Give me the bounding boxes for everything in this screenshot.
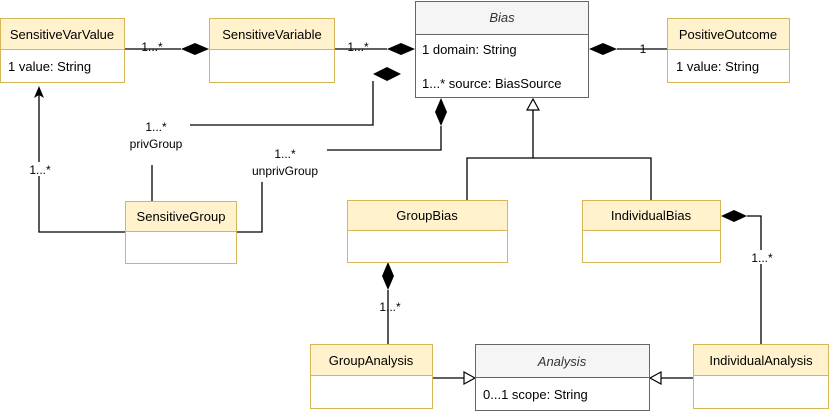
edge-unprivgroup <box>327 126 442 151</box>
mult-priv: 1...* <box>145 120 167 134</box>
edge-generalization-tree <box>466 157 652 201</box>
role-privgroup: privGroup <box>130 137 183 151</box>
class-name: SensitiveGroup <box>137 209 226 224</box>
edge-group-unpriv <box>237 182 263 233</box>
class-group-analysis[interactable]: GroupAnalysis <box>310 344 433 409</box>
class-bias[interactable]: Bias 1 domain: String 1...* source: Bias… <box>415 1 589 98</box>
class-sensitive-var-value[interactable]: SensitiveVarValue 1 value: String <box>0 18 125 83</box>
composition-diamond <box>589 43 617 55</box>
mult-individual-analysis: 1...* <box>751 251 773 265</box>
generalization-arrow <box>648 370 662 386</box>
edge-group-varvalue <box>38 90 125 233</box>
class-individual-bias[interactable]: IndividualBias <box>582 200 721 263</box>
mult-outcome: 1 <box>640 42 647 56</box>
class-group-bias[interactable]: GroupBias <box>347 200 508 263</box>
class-name: SensitiveVarValue <box>10 27 114 42</box>
composition-diamond <box>181 43 209 55</box>
class-name: Bias <box>489 10 515 25</box>
class-name: GroupBias <box>396 208 458 223</box>
composition-diamond <box>373 67 401 81</box>
generalization-arrow <box>525 97 541 111</box>
class-attribute: 1...* source: BiasSource <box>422 76 561 91</box>
arrow-head <box>34 86 44 98</box>
generalization-arrow <box>463 370 477 386</box>
composition-diamond <box>387 43 415 55</box>
class-name: GroupAnalysis <box>329 353 414 368</box>
class-analysis[interactable]: Analysis 0...1 scope: String <box>475 344 650 411</box>
composition-diamond <box>721 210 747 222</box>
class-sensitive-group[interactable]: SensitiveGroup <box>125 201 237 264</box>
mult-group-varvalue: 1...* <box>29 163 51 177</box>
mult-varvalue: 1...* <box>141 40 163 54</box>
mult-variable: 1...* <box>347 40 369 54</box>
class-name: Analysis <box>537 354 587 369</box>
class-attribute: 1 value: String <box>8 59 91 74</box>
class-name: IndividualAnalysis <box>709 353 813 368</box>
mult-group-analysis: 1...* <box>379 300 401 314</box>
composition-diamond <box>435 98 447 126</box>
mult-unpriv: 1...* <box>274 147 296 161</box>
class-attribute: 0...1 scope: String <box>483 387 588 402</box>
edge-privgroup <box>190 81 374 126</box>
class-name: IndividualBias <box>611 208 692 223</box>
class-positive-outcome[interactable]: PositiveOutcome 1 value: String <box>667 18 790 83</box>
class-attribute: 1 domain: String <box>422 42 517 57</box>
composition-diamond <box>382 262 394 290</box>
class-attribute: 1 value: String <box>676 59 759 74</box>
class-name: SensitiveVariable <box>222 27 321 42</box>
class-individual-analysis[interactable]: IndividualAnalysis <box>693 344 829 409</box>
class-sensitive-variable[interactable]: SensitiveVariable <box>209 18 335 83</box>
role-unprivgroup: unprivGroup <box>252 164 318 178</box>
class-name: PositiveOutcome <box>679 27 777 42</box>
edge-indbias-analysis <box>747 215 762 344</box>
